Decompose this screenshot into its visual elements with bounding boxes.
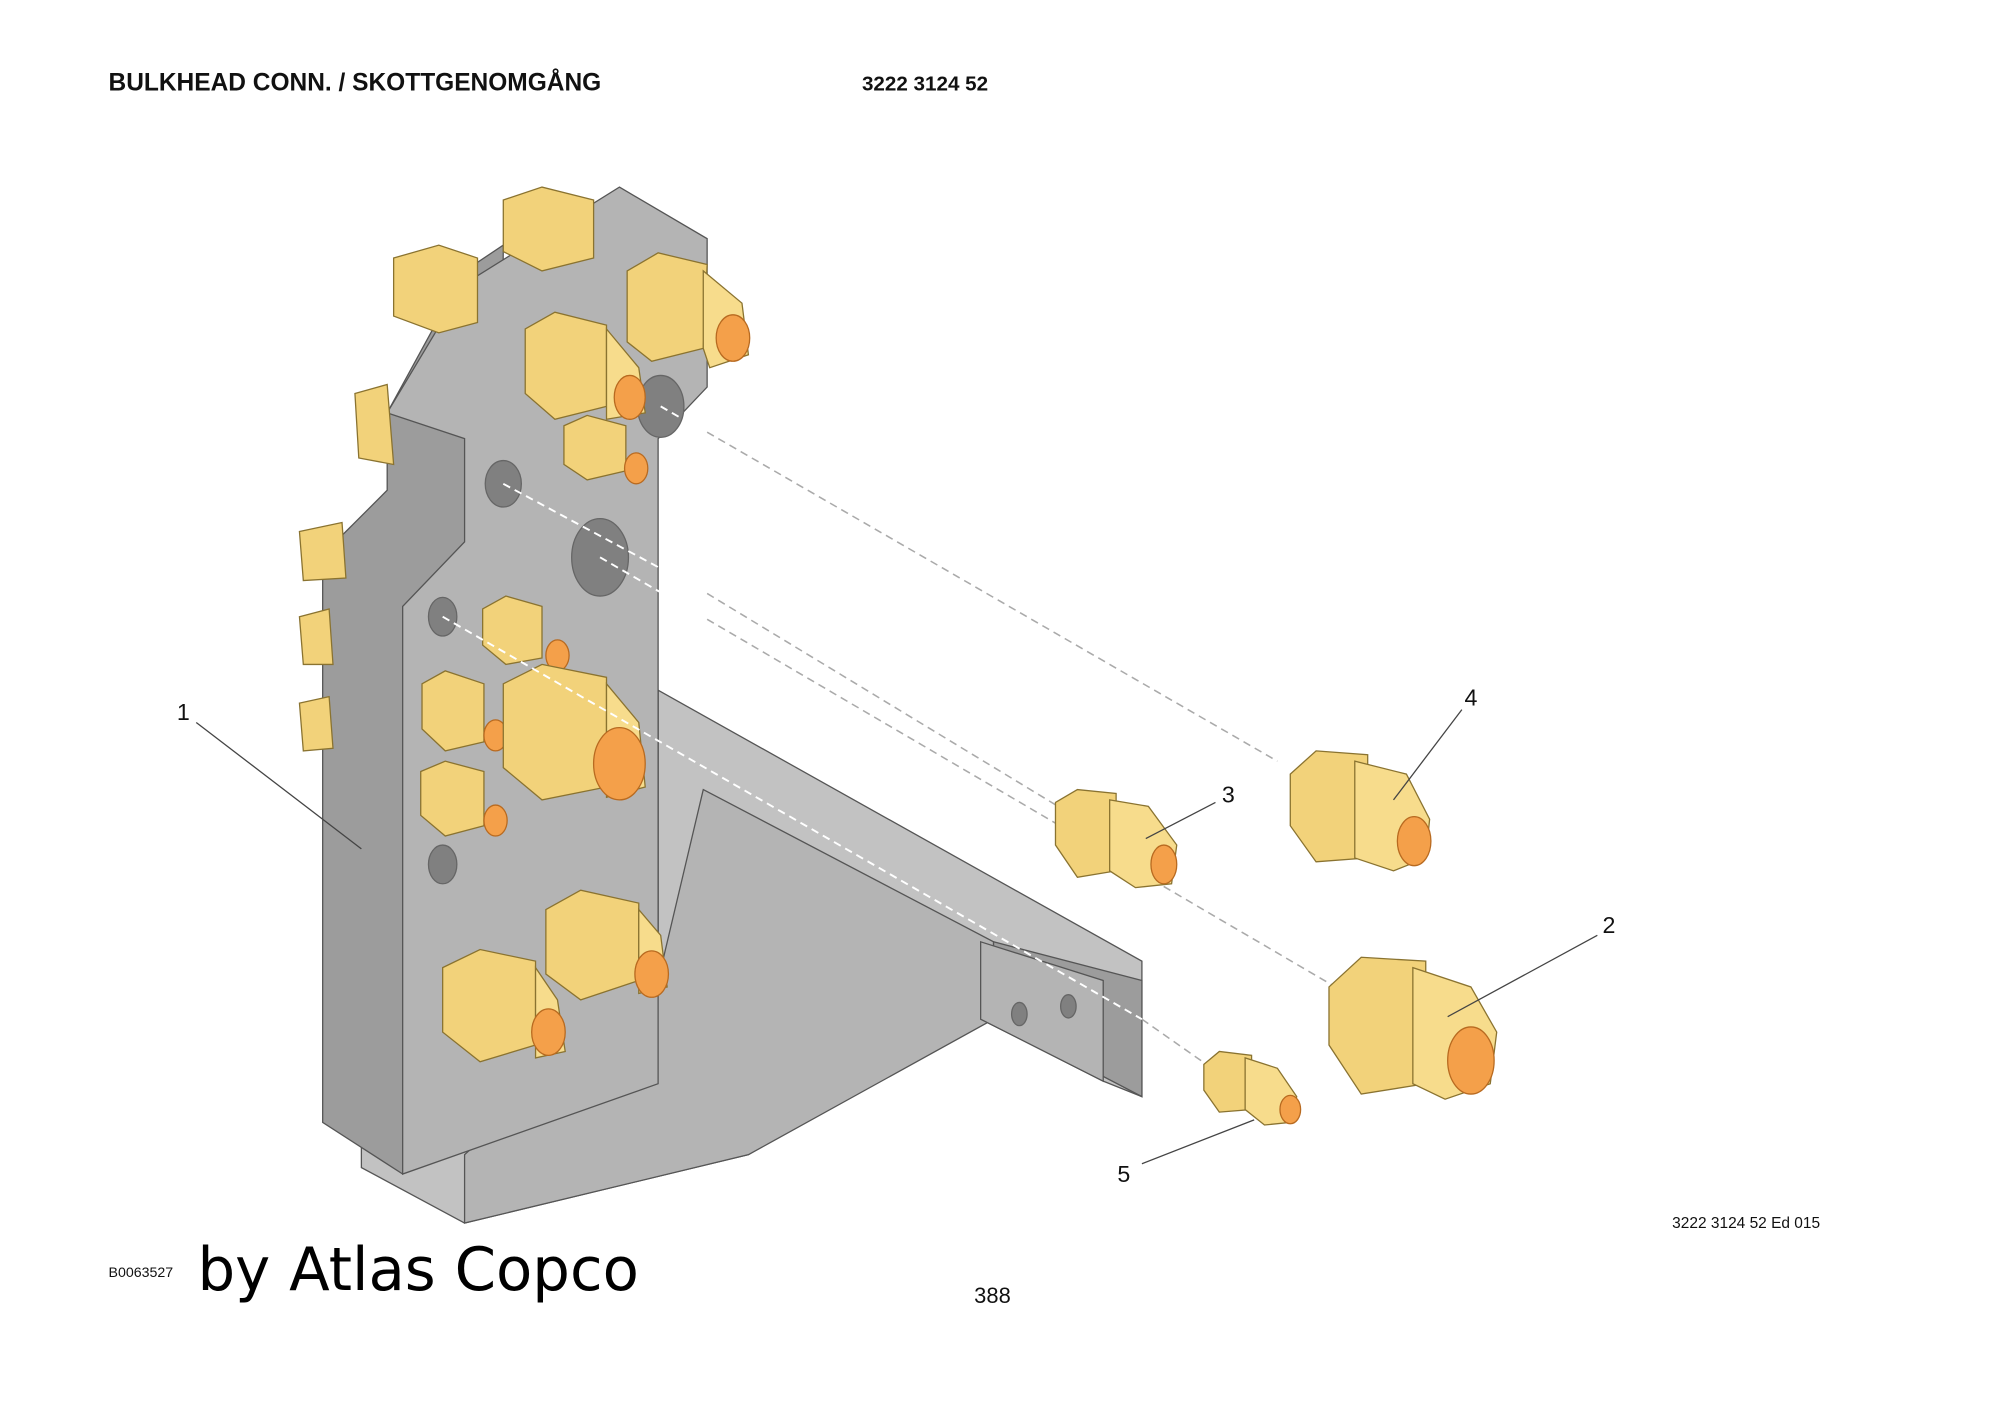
brand-text: by Atlas Copco (198, 1235, 639, 1304)
image-id: B0063527 (109, 1265, 174, 1281)
part-number: 3222 3124 52 (862, 72, 988, 95)
mounted-fittings (298, 186, 751, 1063)
callout-4: 4 (1464, 685, 1477, 711)
callouts: 1 2 3 4 5 (177, 685, 1616, 1187)
edition-label: 3222 3124 52 Ed 015 (1672, 1215, 1820, 1232)
callout-2: 2 (1602, 912, 1615, 938)
fitting-2 (1328, 956, 1498, 1100)
callout-5: 5 (1117, 1161, 1130, 1187)
page-number: 388 (974, 1283, 1011, 1308)
fitting-4 (1289, 750, 1432, 872)
callout-3: 3 (1222, 781, 1235, 807)
fitting-3 (1054, 788, 1178, 889)
page-title: BULKHEAD CONN. / SKOTTGENOMGÅNG (109, 68, 602, 96)
assembly-lines (442, 405, 1336, 1066)
fitting-5 (1203, 1050, 1302, 1126)
callout-1: 1 (177, 699, 190, 725)
